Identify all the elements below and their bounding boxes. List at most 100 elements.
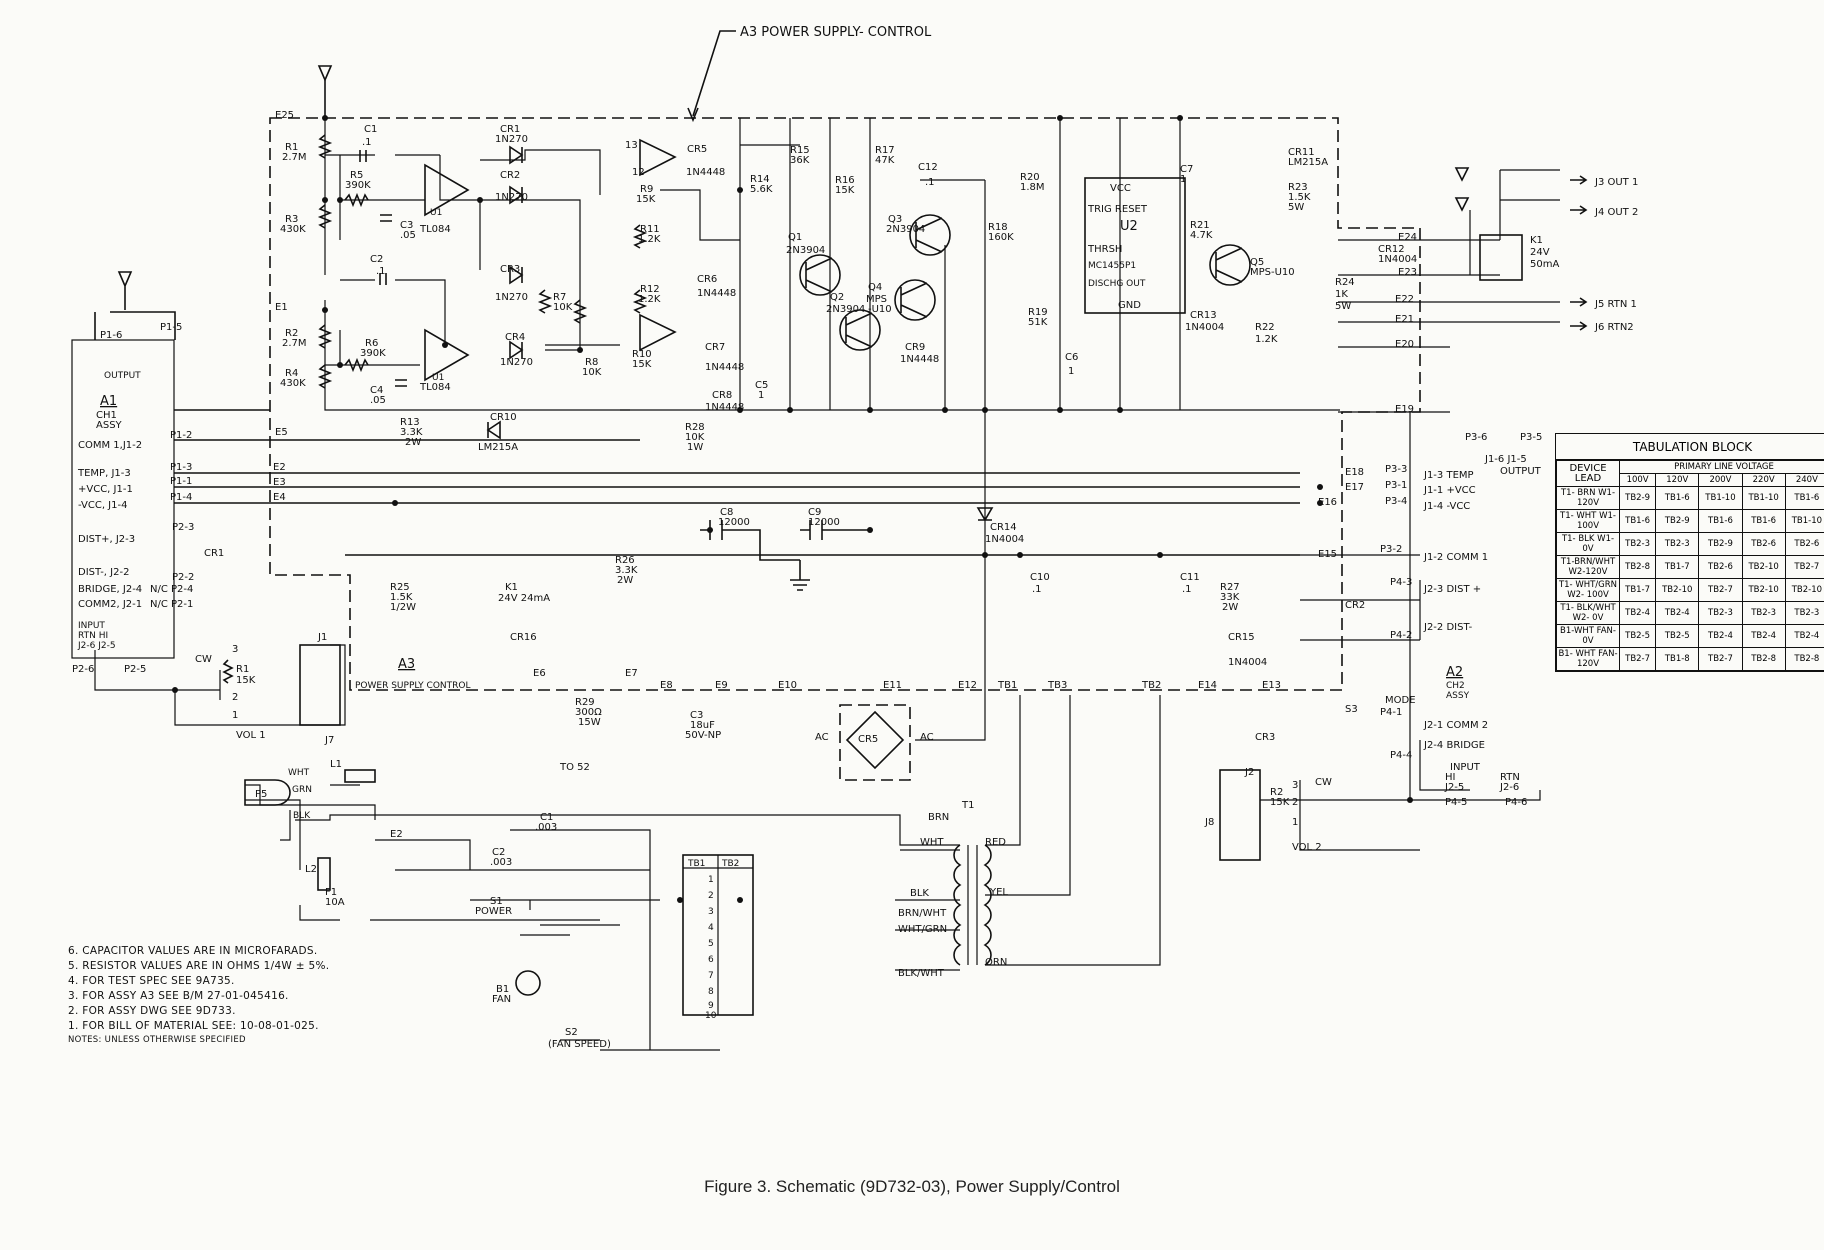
p1-3-label: P1-3 xyxy=(170,462,192,473)
svg-text:36K: 36K xyxy=(790,155,810,166)
a1-pin-vcc-neg: -VCC, J1-4 xyxy=(78,500,127,511)
svg-text:P4-6: P4-6 xyxy=(1505,797,1527,808)
svg-text:E20: E20 xyxy=(1395,339,1414,350)
svg-text:R28: R28 xyxy=(685,422,705,433)
u2-pin-vcc: VCC xyxy=(1110,183,1131,194)
j1-jack xyxy=(299,644,341,726)
a1-pin-bridge: BRIDGE, J2-4 xyxy=(78,584,142,595)
svg-text:15K: 15K xyxy=(236,675,256,686)
svg-text:4.7K: 4.7K xyxy=(1190,230,1213,241)
svg-text:.05: .05 xyxy=(400,230,416,241)
svg-text:390K: 390K xyxy=(345,180,371,191)
svg-text:18uF: 18uF xyxy=(690,720,715,731)
terminal-cell: TB2-3 xyxy=(1655,532,1700,556)
device-lead-cell: T1-BRN/WHT W2-120V xyxy=(1556,555,1620,579)
svg-text:1N270: 1N270 xyxy=(495,192,528,203)
u2-pin-trig: TRIG RESET xyxy=(1087,204,1148,215)
a3-footer: A3 xyxy=(398,657,415,672)
svg-text:1N270: 1N270 xyxy=(495,134,528,145)
svg-text:7: 7 xyxy=(708,971,714,981)
device-lead-cell: T1- WHT/GRN W2- 100V xyxy=(1556,578,1620,602)
svg-text:P4-4: P4-4 xyxy=(1390,750,1412,761)
note-5: 5. RESISTOR VALUES ARE IN OHMS 1/4W ± 5%… xyxy=(68,960,330,972)
svg-text:1: 1 xyxy=(708,875,714,885)
svg-text:P4-5: P4-5 xyxy=(1445,797,1467,808)
tb1-label: TB1 xyxy=(687,859,705,869)
svg-text:TB1: TB1 xyxy=(997,680,1017,691)
svg-text:51K: 51K xyxy=(1028,317,1048,328)
device-lead-cell: B1- WHT FAN- 120V xyxy=(1556,647,1620,671)
device-lead-header: DEVICE LEAD xyxy=(1556,460,1620,487)
terminal-cell: TB2-4 xyxy=(1698,624,1743,648)
a3-leader-arrow xyxy=(687,107,699,123)
wire-wht-grn: WHT/GRN xyxy=(898,924,947,935)
a1-rtn-hi-label: RTN HI xyxy=(78,631,108,641)
p2-6-label: P2-6 xyxy=(72,664,94,675)
svg-text:E5: E5 xyxy=(275,427,288,438)
k1-voltage: 24V xyxy=(1530,247,1550,258)
svg-text:1N4004: 1N4004 xyxy=(1378,254,1417,265)
p2-3-label: P2-3 xyxy=(172,522,194,533)
junction-dots xyxy=(172,115,1413,903)
a2-pin-dist-neg: J2-2 DIST- xyxy=(1423,622,1473,633)
svg-text:10: 10 xyxy=(705,1011,717,1021)
svg-text:15K: 15K xyxy=(632,359,652,370)
svg-text:2.7M: 2.7M xyxy=(282,152,307,163)
a1-pin-dist-neg: DIST-, J2-2 xyxy=(78,567,129,578)
svg-text:INPUT: INPUT xyxy=(1450,762,1481,773)
svg-text:CR5: CR5 xyxy=(687,144,707,155)
svg-text:3.3K: 3.3K xyxy=(400,427,423,438)
svg-text:J8: J8 xyxy=(1204,817,1214,828)
svg-text:5W: 5W xyxy=(1288,202,1304,213)
a2-ch-label: CH2 xyxy=(1446,681,1465,691)
p2-2-label: P2-2 xyxy=(172,572,194,583)
terminal-cell: TB2-3 xyxy=(1698,601,1743,625)
svg-text:MPS-U10: MPS-U10 xyxy=(1250,267,1295,278)
wire-blk-wht: BLK/WHT xyxy=(898,968,945,979)
note-3: 3. FOR ASSY A3 SEE B/M 27-01-045416. xyxy=(68,990,289,1002)
svg-text:CR6: CR6 xyxy=(697,274,717,285)
svg-text:1K: 1K xyxy=(1335,289,1348,300)
svg-text:P4-2: P4-2 xyxy=(1390,630,1412,641)
a2-pin-dist-pos: J2-3 DIST + xyxy=(1423,584,1481,595)
p1-1-label: P1-1 xyxy=(170,476,192,487)
terminal-cell: TB1-7 xyxy=(1655,555,1700,579)
svg-text:P3-1: P3-1 xyxy=(1385,480,1407,491)
svg-text:K1: K1 xyxy=(505,582,518,593)
svg-text:E21: E21 xyxy=(1395,314,1414,325)
svg-text:12000: 12000 xyxy=(718,517,750,528)
svg-text:E12: E12 xyxy=(958,680,977,691)
c1-003-value: .003 xyxy=(535,822,557,833)
svg-text:TO 52: TO 52 xyxy=(559,762,590,773)
svg-text:.1: .1 xyxy=(925,177,935,188)
svg-text:E11: E11 xyxy=(883,680,902,691)
svg-text:TB2: TB2 xyxy=(1141,680,1161,691)
terminal-cell: TB2-7 xyxy=(1698,647,1743,671)
svg-text:C4: C4 xyxy=(370,385,383,396)
terminal-cell: TB2-7 xyxy=(1618,647,1657,671)
svg-text:P3-5: P3-5 xyxy=(1520,432,1542,443)
j2-jack xyxy=(1219,769,1261,861)
p2-5-label: P2-5 xyxy=(124,664,146,675)
svg-text:1N4448: 1N4448 xyxy=(697,288,736,299)
svg-text:R6: R6 xyxy=(365,338,378,349)
svg-text:3: 3 xyxy=(708,907,714,917)
svg-text:10K: 10K xyxy=(553,302,573,313)
svg-text:C10: C10 xyxy=(1030,572,1050,583)
svg-text:5W: 5W xyxy=(1335,301,1351,312)
svg-text:CW: CW xyxy=(195,654,212,665)
svg-text:RTN: RTN xyxy=(1500,772,1520,783)
a3-leader xyxy=(692,30,736,117)
svg-text:1: 1 xyxy=(758,390,764,401)
p5-wht: WHT xyxy=(288,768,310,778)
p5-label: P5 xyxy=(255,789,267,800)
terminal-cell: TB2-8 xyxy=(1784,647,1824,671)
svg-text:1: 1 xyxy=(1180,174,1186,185)
terminal-cell: TB1-6 xyxy=(1784,486,1824,510)
svg-text:Q1: Q1 xyxy=(788,232,802,243)
svg-text:13: 13 xyxy=(625,140,638,151)
